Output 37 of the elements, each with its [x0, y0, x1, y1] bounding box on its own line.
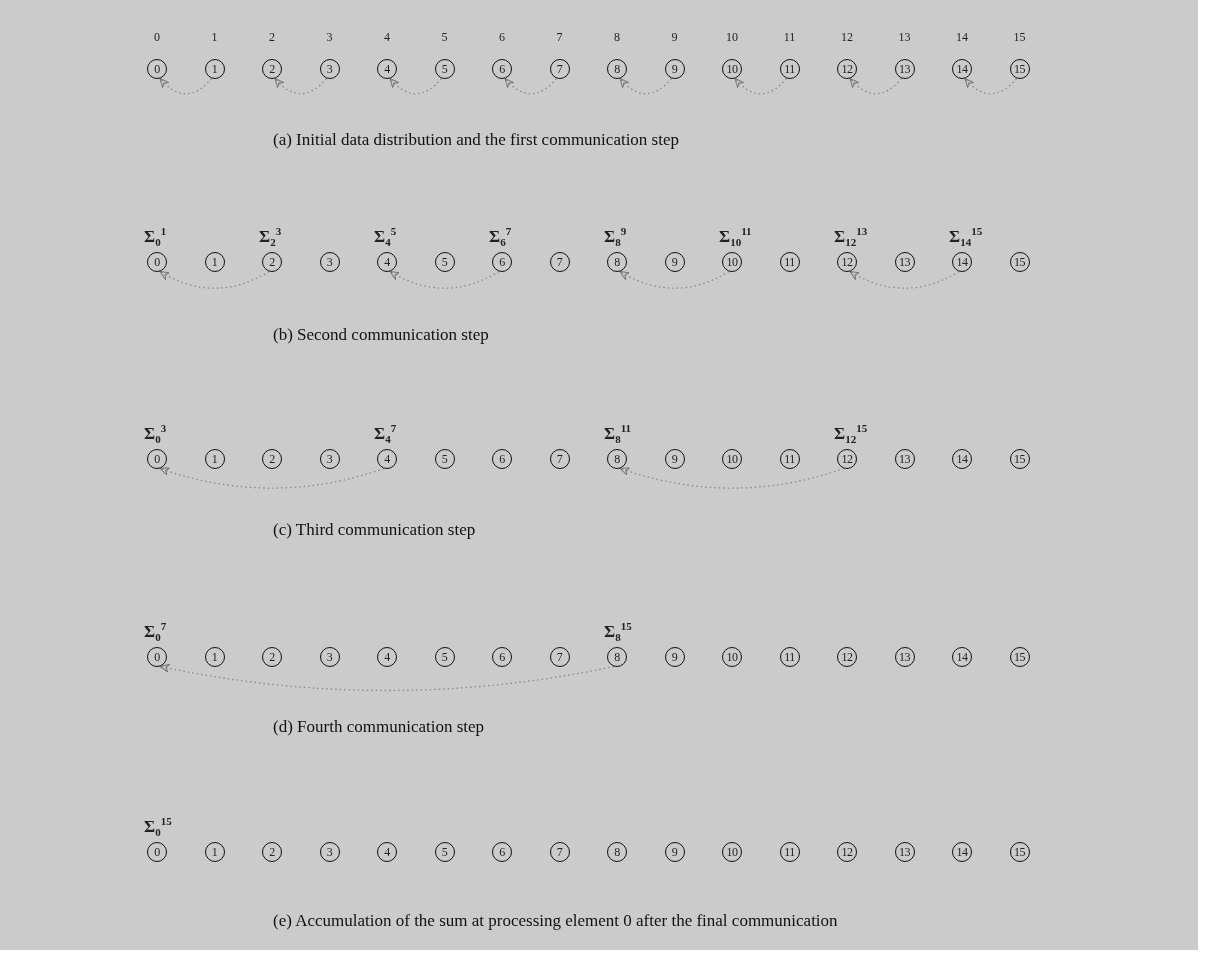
- arrow: [389, 270, 500, 289]
- processor-circle: 7: [549, 449, 570, 469]
- caption: (a) Initial data distribution and the first communication step: [273, 130, 679, 150]
- arrow: [849, 77, 903, 95]
- index-label: 14: [956, 30, 968, 45]
- index-label: 0: [154, 30, 160, 45]
- index-label: 9: [671, 30, 678, 45]
- index-label: 1: [211, 30, 218, 45]
- arrow: [619, 466, 845, 489]
- caption: (b) Second communication step: [273, 325, 489, 345]
- arrow: [964, 77, 1018, 95]
- arrow: [159, 270, 270, 289]
- caption: (c) Third communication step: [273, 520, 476, 540]
- arrow: [274, 77, 328, 95]
- arrow: [389, 77, 443, 95]
- arrow: [504, 77, 558, 95]
- index-label: 15: [1013, 30, 1026, 45]
- index-label: 11: [783, 30, 796, 45]
- caption: (d) Fourth communication step: [273, 717, 485, 737]
- arrow: [159, 663, 615, 692]
- arrow: [734, 77, 788, 95]
- index-label: 12: [841, 30, 853, 45]
- index-label: 5: [441, 30, 448, 45]
- index-label: 4: [384, 30, 390, 45]
- arrow: [619, 77, 673, 95]
- index-label: 10: [726, 30, 738, 45]
- caption: (e) Accumulation of the sum at processing element 0 after the final communication: [273, 911, 838, 931]
- index-label: 13: [898, 30, 911, 45]
- index-label: 2: [269, 30, 275, 45]
- index-label: 6: [499, 30, 505, 45]
- arrow: [159, 77, 213, 95]
- index-label: 8: [614, 30, 620, 45]
- index-label: 3: [326, 30, 333, 45]
- arrow: [849, 270, 960, 289]
- arrow: [619, 270, 730, 289]
- arrow: [159, 466, 385, 489]
- index-label: 7: [556, 30, 563, 45]
